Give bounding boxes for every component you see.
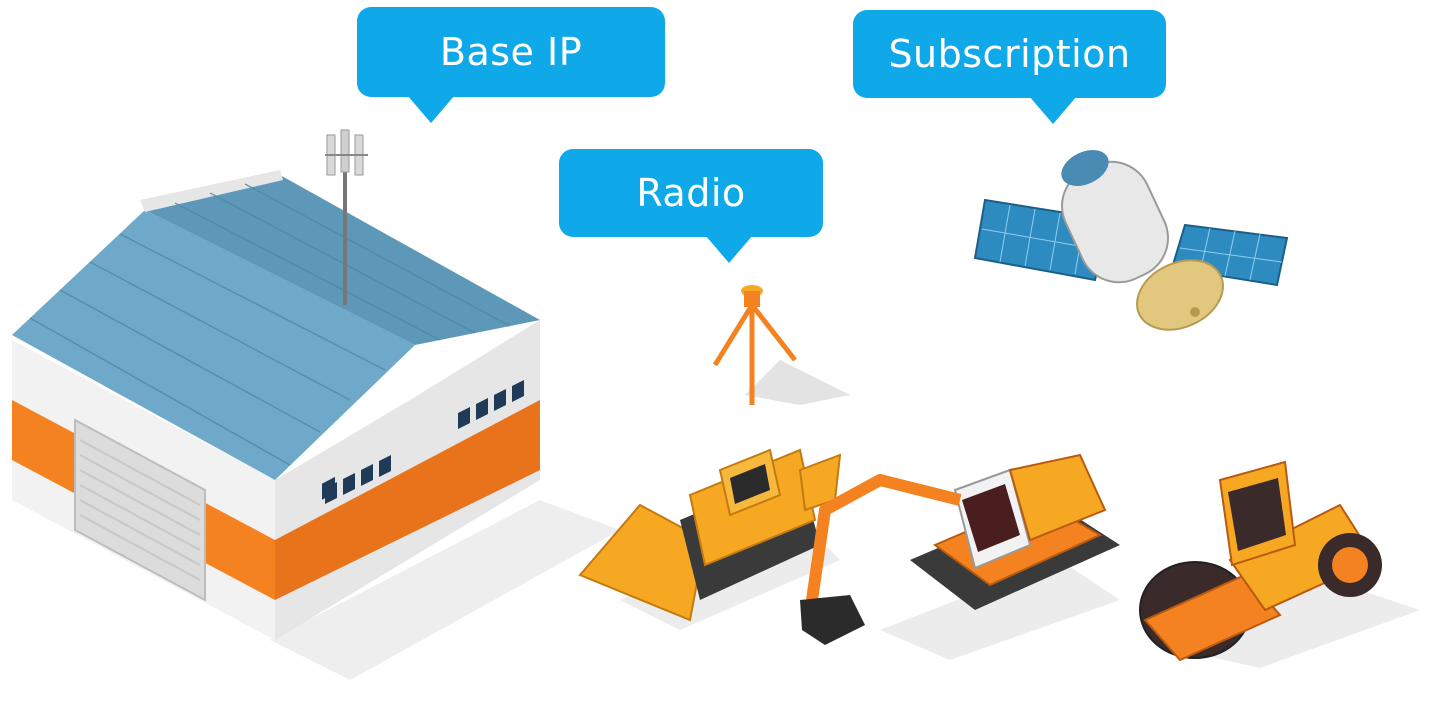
gnss-tripod-icon	[712, 285, 850, 405]
radio-bubble: Radio	[559, 149, 823, 263]
bulldozer-illustration	[578, 448, 842, 630]
bubble-tail	[1029, 96, 1077, 124]
radio-label: Radio	[636, 171, 746, 215]
base-ip-bubble: Base IP	[357, 7, 665, 123]
subscription-bubble: Subscription	[853, 10, 1166, 124]
road-roller-illustration	[1139, 460, 1420, 668]
bubble-tail	[407, 95, 455, 123]
bubble-tail	[705, 235, 753, 263]
satellite-icon	[973, 150, 1289, 331]
warehouse-illustration	[12, 129, 620, 680]
excavator-illustration	[800, 453, 1120, 660]
cell-antenna-icon	[325, 129, 368, 176]
subscription-label: Subscription	[888, 32, 1131, 76]
base-ip-label: Base IP	[439, 30, 583, 74]
